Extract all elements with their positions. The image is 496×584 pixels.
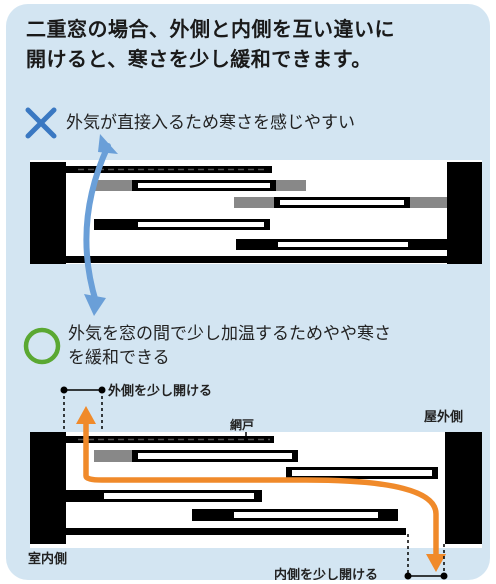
top-inner-sash2-glass	[278, 242, 408, 247]
screen-label: 網戸	[230, 418, 255, 432]
bottom-right-frame	[445, 432, 482, 544]
bottom-inner-sash2-glass	[234, 512, 378, 518]
top-inner-sash1-glass	[138, 222, 264, 227]
top-bottom-rail	[66, 256, 447, 263]
top-right-frame	[447, 162, 482, 264]
top-outer-sash2-right	[410, 197, 447, 208]
headline: 二重窓の場合、外側と内側を互い違いに 開けると、寒さを少し緩和できます。	[26, 14, 486, 74]
inner-open-label: 内側を少し開ける	[274, 568, 379, 580]
bottom-left-frame	[30, 432, 66, 544]
inner-open-bracket	[407, 534, 445, 577]
outer-open-bracket	[63, 389, 103, 432]
orange-airflow-arrow	[83, 413, 439, 559]
headline-line-2: 開けると、寒さを少し緩和できます。	[26, 47, 372, 71]
top-outer-sash2-glass	[280, 200, 404, 205]
top-left-frame	[30, 162, 66, 264]
info-card: 二重窓の場合、外側と内側を互い違いに 開けると、寒さを少し緩和できます。	[6, 4, 490, 580]
good-case-line-1: 外気を窓の間で少し加温するためやや寒さ	[68, 324, 391, 344]
good-case-text: 外気を窓の間で少し加温するためやや寒さ を緩和できる	[68, 322, 391, 370]
bottom-bottom-rail	[66, 528, 406, 535]
indoor-label: 室内側	[28, 552, 68, 567]
good-case-line-2: を緩和できる	[68, 348, 170, 368]
outdoor-label: 屋外側	[424, 410, 464, 425]
orange-arrow-head-bottom	[426, 554, 446, 572]
bottom-inner-sash1-glass	[104, 493, 254, 499]
bad-case-text: 外気が直接入るため寒さを感じやすい	[66, 113, 355, 133]
outer-open-label: 外側を少し開ける	[108, 384, 213, 399]
top-outer-sash2-left	[234, 197, 276, 208]
inner-bracket-dot-right	[440, 572, 448, 580]
top-outer-sash-left	[94, 180, 134, 191]
orange-arrow-head-top	[76, 406, 96, 424]
outer-bracket-dot-left	[60, 386, 68, 394]
blue-airflow-arrow	[83, 134, 118, 316]
top-window-diagram	[30, 162, 482, 264]
top-outer-sash-glass	[138, 183, 270, 188]
outer-bracket-dot-right	[98, 386, 106, 394]
circle-icon	[23, 327, 61, 365]
cross-icon	[25, 107, 57, 139]
bottom-window-diagram	[30, 432, 482, 544]
bottom-outer-sash2-glass	[292, 470, 432, 476]
headline-line-1: 二重窓の場合、外側と内側を互い違いに	[26, 17, 395, 41]
window-diagrams	[23, 107, 482, 580]
bottom-outer-sash-glass	[138, 453, 292, 459]
top-outer-sash-right	[276, 180, 306, 191]
inner-bracket-dot-left	[404, 572, 412, 580]
bottom-outer-sash-left	[94, 450, 134, 462]
